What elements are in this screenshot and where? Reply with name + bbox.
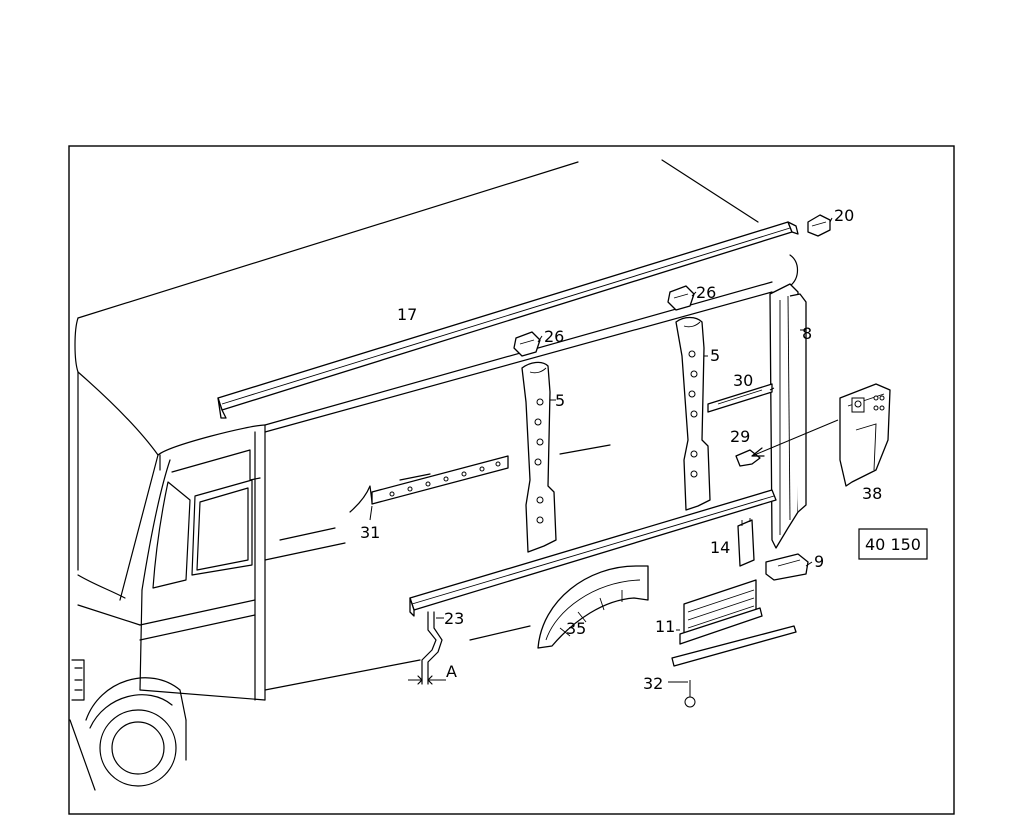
callout-labels: 17 20 26 26 8 5 5 30 29 38 14 9 31 23 35…: [360, 206, 882, 693]
part-31-trim-strip: [349, 455, 509, 513]
callout-26-right: 26: [696, 283, 716, 302]
part-5-pillar-right: [675, 316, 711, 511]
reference-code-box: 40 150: [858, 528, 928, 560]
callout-17: 17: [397, 305, 417, 324]
leader-lines: [369, 217, 839, 683]
part-26-bracket-right: [667, 285, 695, 311]
sill-rail: [409, 489, 777, 617]
callout-38: 38: [862, 484, 882, 503]
callout-35: 35: [566, 619, 586, 638]
callout-5-left: 5: [555, 391, 565, 410]
callout-26-left: 26: [544, 327, 564, 346]
part-8-rear-pillar: [769, 283, 807, 549]
callout-31: 31: [360, 523, 380, 542]
van-body-outline: [69, 159, 799, 791]
part-11-rocker-panel: [679, 579, 763, 645]
callout-11: 11: [655, 617, 675, 636]
reference-code: 40 150: [865, 535, 921, 554]
callout-20: 20: [834, 206, 854, 225]
part-26-bracket-left: [513, 331, 541, 357]
part-38-corner-panel: [839, 383, 891, 487]
part-17-roof-rail: [217, 221, 799, 419]
callout-29: 29: [730, 427, 750, 446]
part-23-profile: [408, 611, 446, 685]
callout-9: 9: [814, 552, 824, 571]
callout-32: 32: [643, 674, 663, 693]
part-30-strip: [707, 383, 773, 413]
callout-8: 8: [802, 324, 812, 343]
section-label-a: A: [446, 662, 457, 681]
part-14-bracket: [737, 518, 755, 567]
callout-23: 23: [444, 609, 464, 628]
part-20-end-cap: [807, 214, 831, 237]
part-35-wheel-arch: [537, 565, 649, 649]
part-9-end-piece: [765, 553, 809, 581]
part-5-pillar-left: [521, 361, 557, 553]
callout-30: 30: [733, 371, 753, 390]
diagram-frame: [68, 145, 955, 815]
part-32-lower-strip: [671, 625, 797, 708]
callout-5-right: 5: [710, 346, 720, 365]
callout-14: 14: [710, 538, 730, 557]
